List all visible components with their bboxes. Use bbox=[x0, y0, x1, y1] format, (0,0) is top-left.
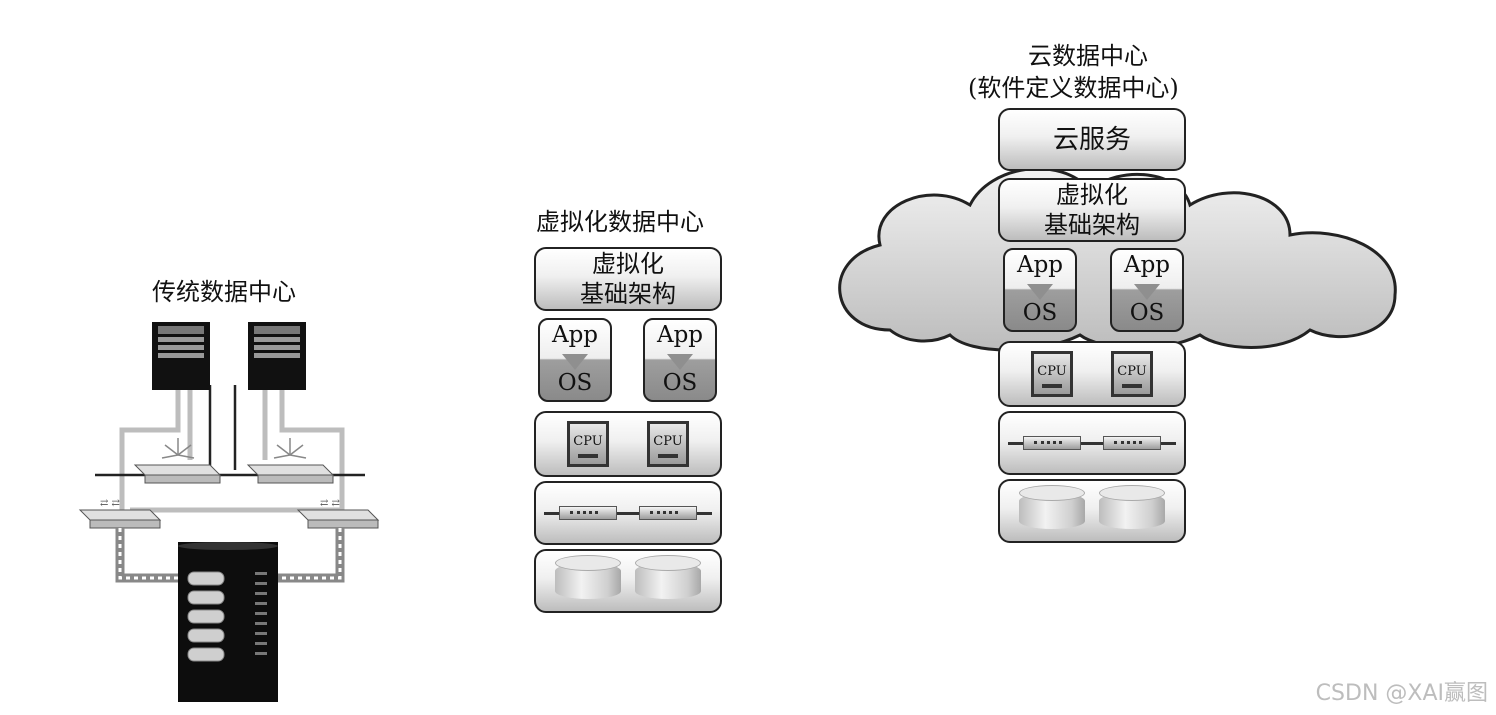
switch-icon bbox=[1103, 436, 1161, 450]
traditional-title: 传统数据中心 bbox=[152, 278, 296, 306]
app-label: App bbox=[1016, 252, 1064, 278]
cpu-icon: CPU bbox=[647, 421, 689, 467]
network-line bbox=[544, 512, 712, 515]
switch-lower-right-icon: ⇄ ⇄ bbox=[296, 498, 380, 529]
virtualized-app-os-left: App OS bbox=[538, 318, 612, 402]
virtualized-network-layer bbox=[534, 481, 722, 545]
cloud-service-layer: 云服务 bbox=[998, 108, 1186, 171]
grey-cables bbox=[119, 385, 345, 513]
cloud-infra-line2: 基础架构 bbox=[1044, 211, 1140, 239]
app-label: App bbox=[551, 322, 599, 348]
os-label: OS bbox=[1129, 300, 1165, 326]
cpu-icon: CPU bbox=[1111, 351, 1153, 397]
storage-array-icon bbox=[178, 542, 278, 702]
os-label: OS bbox=[662, 370, 698, 396]
cloud-service-label: 云服务 bbox=[1052, 124, 1131, 155]
os-label: OS bbox=[1022, 300, 1058, 326]
switch-icon bbox=[639, 506, 697, 520]
switch-lower-left-icon: ⇄ ⇄ bbox=[78, 498, 162, 529]
cpu-label: CPU bbox=[573, 434, 603, 449]
cloud-title-line1: 云数据中心 bbox=[1028, 42, 1148, 70]
disk-icon bbox=[1099, 485, 1165, 529]
cpu-label: CPU bbox=[1117, 364, 1147, 379]
disk-icon bbox=[555, 555, 621, 599]
app-label: App bbox=[1123, 252, 1171, 278]
server-right-icon bbox=[248, 322, 306, 390]
switch-upper-right-icon bbox=[246, 438, 335, 484]
cloud-storage-layer bbox=[998, 479, 1186, 543]
switch-upper-left-icon bbox=[133, 438, 222, 484]
svg-text:⇄ ⇄: ⇄ ⇄ bbox=[100, 498, 121, 509]
virtualized-storage-layer bbox=[534, 549, 722, 613]
cpu-icon: CPU bbox=[567, 421, 609, 467]
cpu-label: CPU bbox=[653, 434, 683, 449]
virtualized-infra-line1: 虚拟化 bbox=[592, 250, 664, 278]
disk-icon bbox=[635, 555, 701, 599]
arrow-down-icon bbox=[1027, 284, 1053, 300]
cloud-cpu-layer: CPU CPU bbox=[998, 341, 1186, 407]
cloud-app-os-left: App OS bbox=[1003, 248, 1077, 332]
app-label: App bbox=[656, 322, 704, 348]
cloud-infra-layer: 虚拟化 基础架构 bbox=[998, 178, 1186, 242]
cloud-infra-line1: 虚拟化 bbox=[1056, 181, 1128, 209]
virtualized-cpu-layer: CPU CPU bbox=[534, 411, 722, 477]
virtualized-title: 虚拟化数据中心 bbox=[536, 208, 704, 236]
cloud-app-os-right: App OS bbox=[1110, 248, 1184, 332]
disk-icon bbox=[1019, 485, 1085, 529]
traditional-network-diagram: ⇄ ⇄ ⇄ ⇄ bbox=[78, 322, 380, 702]
switch-icon bbox=[1023, 436, 1081, 450]
cpu-icon: CPU bbox=[1031, 351, 1073, 397]
virtualized-app-os-right: App OS bbox=[643, 318, 717, 402]
virtualized-infra-layer: 虚拟化 基础架构 bbox=[534, 247, 722, 311]
virtualized-infra-line2: 基础架构 bbox=[580, 280, 676, 308]
network-line bbox=[1008, 442, 1176, 445]
cloud-title-line2: (软件定义数据中心) bbox=[968, 74, 1179, 102]
cpu-label: CPU bbox=[1037, 364, 1067, 379]
arrow-down-icon bbox=[562, 354, 588, 370]
svg-text:⇄ ⇄: ⇄ ⇄ bbox=[320, 498, 341, 509]
arrow-down-icon bbox=[667, 354, 693, 370]
cloud-network-layer bbox=[998, 411, 1186, 475]
arrow-down-icon bbox=[1134, 284, 1160, 300]
os-label: OS bbox=[557, 370, 593, 396]
switch-icon bbox=[559, 506, 617, 520]
server-left-icon bbox=[152, 322, 210, 390]
watermark: CSDN @XAI赢图 bbox=[1315, 681, 1488, 706]
